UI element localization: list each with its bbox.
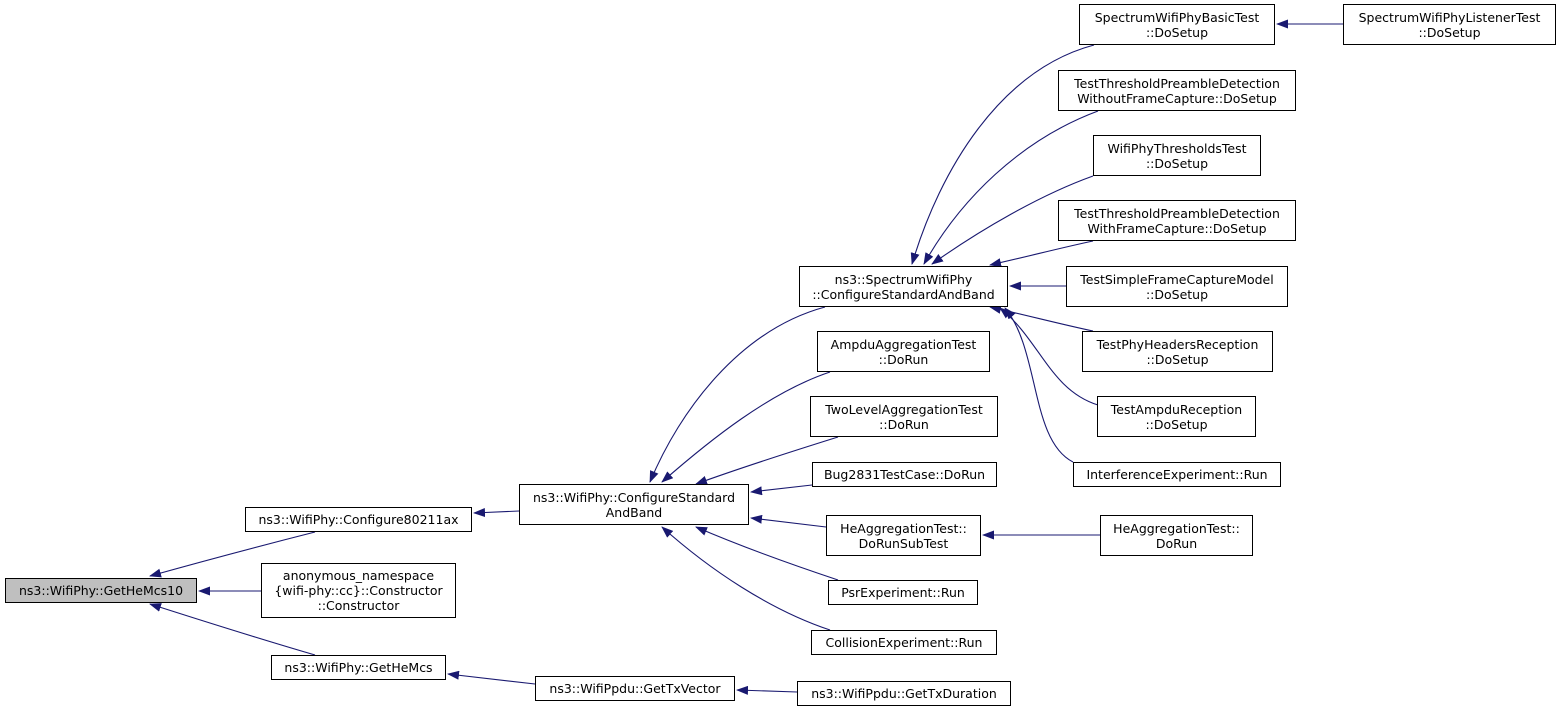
node-psr-experiment[interactable]: PsrExperiment::Run xyxy=(828,580,978,605)
node-phy-headers-reception[interactable]: TestPhyHeadersReception::DoSetup xyxy=(1082,331,1273,372)
edge-configure80211ax-to-gethemcs10 xyxy=(149,531,316,578)
edge-gettxduration-to-gettxvector xyxy=(736,685,798,695)
node-two-level-aggregation-test[interactable]: TwoLevelAggregationTest::DoRun xyxy=(810,396,998,437)
edge-phyheaders-to-spectrum-csab xyxy=(989,305,1094,332)
edge-psr-to-wifiphy-csab xyxy=(695,526,839,581)
edge-thr-without-to-spectrum-csab xyxy=(923,110,1099,265)
node-wifiphy-thresholds-test[interactable]: WifiPhyThresholdsTest::DoSetup xyxy=(1093,135,1261,176)
edge-gethemcs-to-gethemcs10 xyxy=(149,603,316,656)
node-gettxvector[interactable]: ns3::WifiPpdu::GetTxVector xyxy=(535,676,735,701)
edge-bug2831-to-wifiphy-csab xyxy=(750,484,813,496)
node-simple-frame-capture-model[interactable]: TestSimpleFrameCaptureModel::DoSetup xyxy=(1066,266,1288,307)
node-spectrum-listener-test[interactable]: SpectrumWifiPhyListenerTest::DoSetup xyxy=(1343,4,1556,45)
edge-ampdu-agg-to-wifiphy-csab xyxy=(661,371,831,483)
node-he-aggregation-dorun[interactable]: HeAggregationTest::DoRun xyxy=(1100,515,1253,556)
node-gethemcs10: ns3::WifiPhy::GetHeMcs10 xyxy=(5,578,197,603)
node-gethemcs[interactable]: ns3::WifiPhy::GetHeMcs xyxy=(271,655,446,680)
edge-spectrum-csab-to-wifiphy-csab xyxy=(649,306,826,483)
node-spectrum-configure-standard-and-band[interactable]: ns3::SpectrumWifiPhy::ConfigureStandardA… xyxy=(799,266,1008,307)
node-ampdu-reception[interactable]: TestAmpduReception::DoSetup xyxy=(1097,396,1256,437)
node-interference-experiment[interactable]: InterferenceExperiment::Run xyxy=(1073,462,1281,487)
node-spectrum-basic-test[interactable]: SpectrumWifiPhyBasicTest::DoSetup xyxy=(1079,4,1275,45)
edge-he-subtest-to-wifiphy-csab xyxy=(750,514,827,528)
node-configure80211ax[interactable]: ns3::WifiPhy::Configure80211ax xyxy=(245,507,472,532)
edge-basic-to-spectrum-csab xyxy=(910,44,1095,265)
node-ampdu-aggregation-test[interactable]: AmpduAggregationTest::DoRun xyxy=(817,331,990,372)
node-he-aggregation-subtest[interactable]: HeAggregationTest::DoRunSubTest xyxy=(826,515,981,556)
node-anonymous-constructor[interactable]: anonymous_namespace{wifi-phy::cc}::Const… xyxy=(261,563,456,618)
edge-twolevel-to-wifiphy-csab xyxy=(695,436,839,485)
edge-wifiphy-csab-to-configure80211ax xyxy=(473,508,520,518)
node-collision-experiment[interactable]: CollisionExperiment::Run xyxy=(811,630,997,655)
node-gettxduration[interactable]: ns3::WifiPpdu::GetTxDuration xyxy=(797,681,1011,706)
edge-thr-with-to-spectrum-csab xyxy=(989,240,1094,267)
edge-thresholds-to-spectrum-csab xyxy=(931,175,1094,265)
edge-collision-to-wifiphy-csab xyxy=(661,526,831,631)
edge-interference-to-spectrum-csab xyxy=(1004,307,1074,463)
node-bug2831-testcase[interactable]: Bug2831TestCase::DoRun xyxy=(812,462,997,487)
edge-gettxvector-to-gethemcs xyxy=(447,670,536,685)
